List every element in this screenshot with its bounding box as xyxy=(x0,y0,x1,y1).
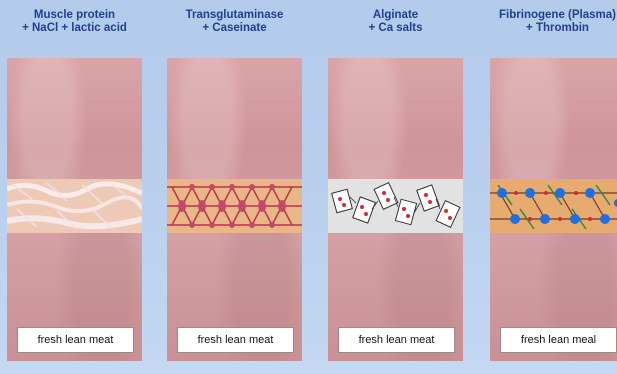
meat-label: fresh lean meat xyxy=(17,327,134,353)
panel-title: Transglutaminase + Caseinate xyxy=(147,9,322,35)
meat-column: fresh lean meat xyxy=(328,58,463,361)
title-line-1: Fibrinogene (Plasma) xyxy=(470,9,617,22)
panel-fibrinogen: Fibrinogene (Plasma) + Thrombin xyxy=(490,0,617,374)
meat-column: fresh lean meal xyxy=(490,58,617,361)
junction-transglutaminase xyxy=(167,179,302,233)
meat-label: fresh lean meal xyxy=(500,327,617,353)
title-line-2: + Thrombin xyxy=(470,22,617,35)
title-line-1: Muscle protein xyxy=(0,9,162,22)
junction-fibrinogen xyxy=(490,179,617,233)
meat-column: fresh lean meat xyxy=(167,58,302,361)
title-line-1: Transglutaminase xyxy=(147,9,322,22)
meat-label: fresh lean meat xyxy=(177,327,294,353)
panel-alginate: Alginate + Ca salts xyxy=(328,0,463,374)
panel-title: Muscle protein + NaCl + lactic acid xyxy=(0,9,162,35)
panel-muscle-protein: Muscle protein + NaCl + lactic acid fres… xyxy=(7,0,142,374)
title-line-2: + Ca salts xyxy=(308,22,483,35)
title-line-1: Alginate xyxy=(308,9,483,22)
title-line-2: + NaCl + lactic acid xyxy=(0,22,162,35)
title-line-2: + Caseinate xyxy=(147,22,322,35)
meat-label: fresh lean meat xyxy=(338,327,455,353)
panel-title: Alginate + Ca salts xyxy=(308,9,483,35)
panel-title: Fibrinogene (Plasma) + Thrombin xyxy=(470,9,617,35)
junction-alginate xyxy=(328,179,463,233)
junction-muscle-protein xyxy=(7,179,142,233)
panel-transglutaminase: Transglutaminase + Caseinate xyxy=(167,0,302,374)
meat-column: fresh lean meat xyxy=(7,58,142,361)
